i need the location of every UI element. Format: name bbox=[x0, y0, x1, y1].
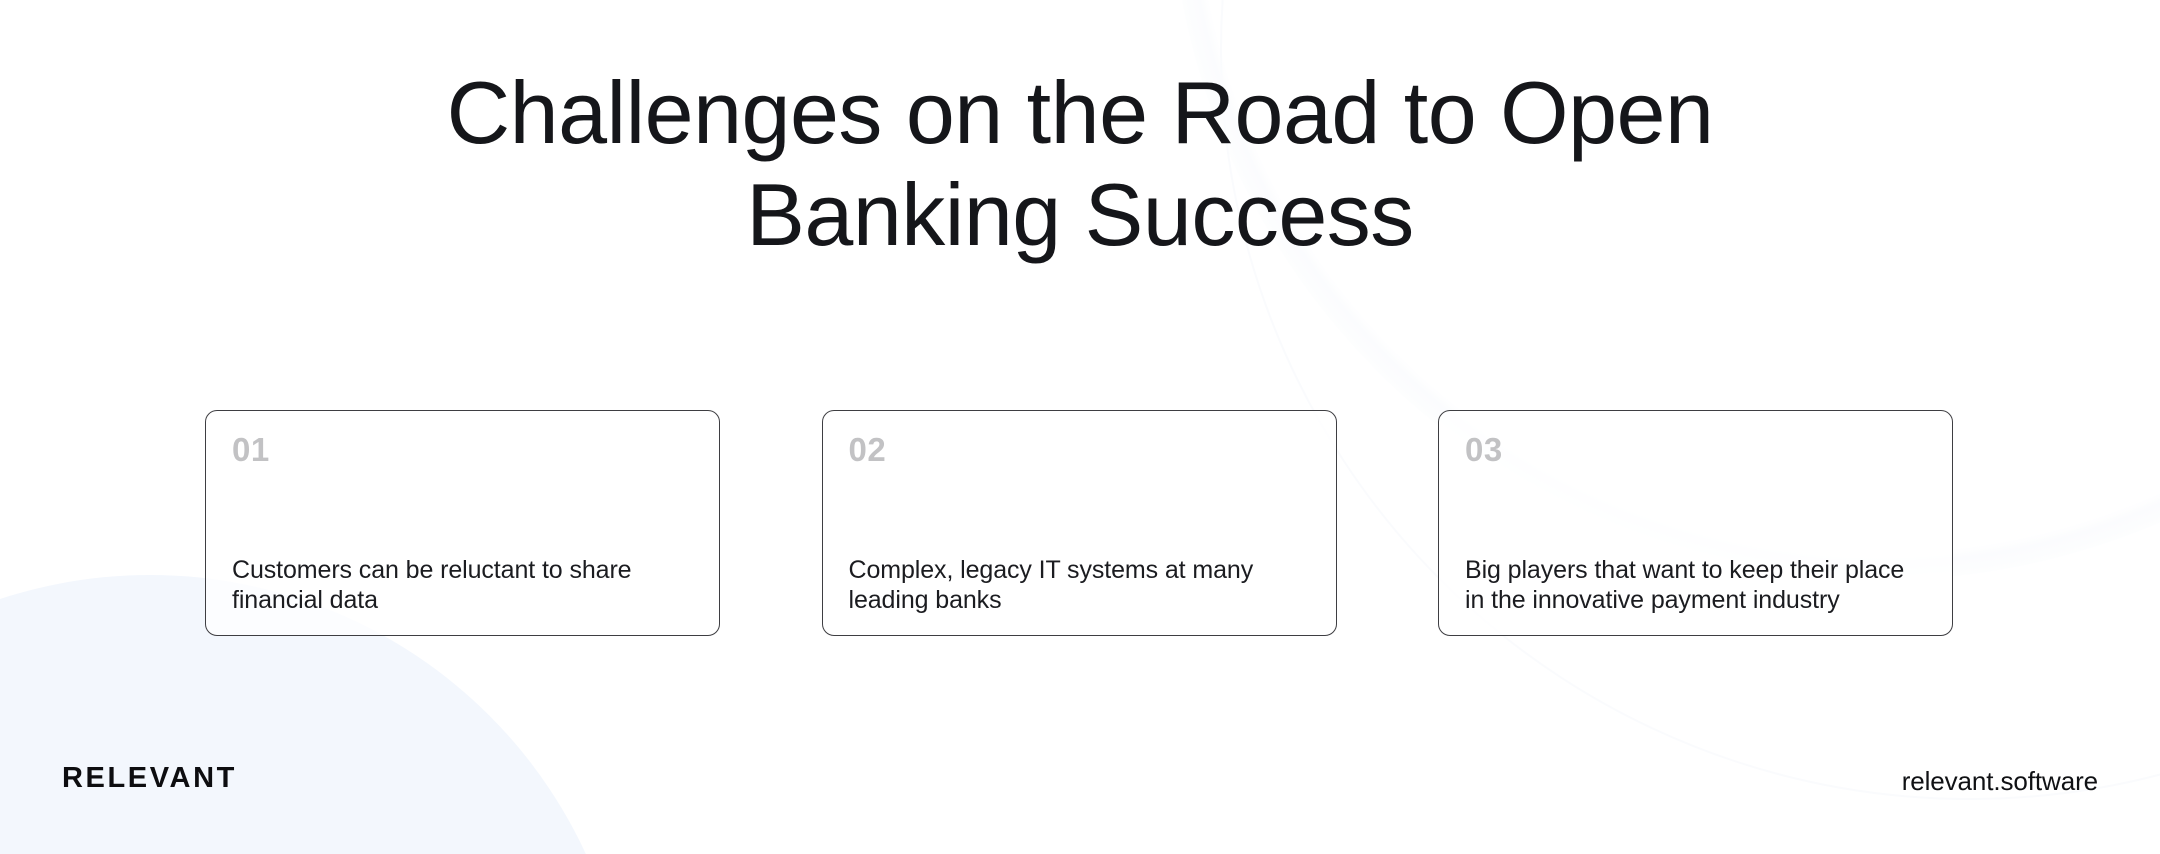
challenge-card-03: 03 Big players that want to keep their p… bbox=[1438, 410, 1953, 636]
card-number-badge: 03 bbox=[1465, 431, 1503, 468]
brand-logo: RELEVANT bbox=[62, 762, 237, 794]
website-url: relevant.software bbox=[1901, 766, 2098, 796]
card-description: Complex, legacy IT systems at many leadi… bbox=[848, 556, 1254, 614]
challenge-card-list: 01 Customers can be reluctant to share f… bbox=[205, 410, 1953, 636]
card-description: Customers can be reluctant to share fina… bbox=[232, 556, 632, 614]
challenge-card-02: 02 Complex, legacy IT systems at many le… bbox=[821, 410, 1337, 636]
card-number-badge: 01 bbox=[232, 431, 270, 468]
page-title: Challenges on the Road to Open Banking S… bbox=[446, 63, 1714, 265]
challenge-card-01: 01 Customers can be reluctant to share f… bbox=[205, 410, 720, 636]
slide-footer: RELEVANT relevant.software bbox=[0, 734, 2160, 854]
card-description: Big players that want to keep their plac… bbox=[1465, 556, 1905, 614]
card-number-badge: 02 bbox=[848, 431, 887, 468]
